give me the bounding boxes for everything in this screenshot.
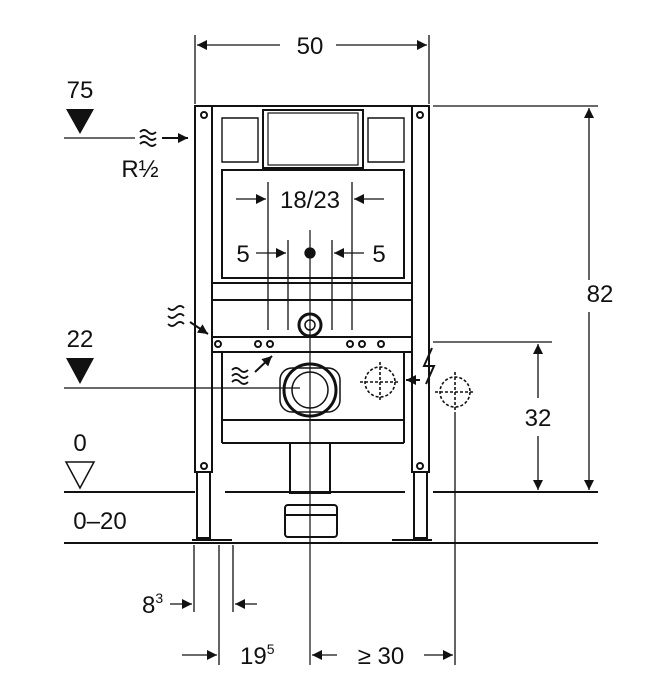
dimension-lines bbox=[64, 35, 598, 665]
electrical-box-right bbox=[435, 372, 475, 412]
electrical-box-left bbox=[360, 362, 400, 402]
floor-lines bbox=[64, 491, 598, 544]
level-marker-75 bbox=[66, 109, 94, 134]
inlet-height-label: 75 bbox=[67, 77, 94, 104]
water-inlet-icon bbox=[139, 129, 157, 147]
foot-offset-label: 83 bbox=[142, 590, 163, 619]
outlet-height-label: 32 bbox=[525, 405, 552, 432]
inlet-thread-label: R½ bbox=[121, 156, 158, 183]
level-marker-0 bbox=[64, 461, 96, 490]
fix-left-label: 5 bbox=[236, 241, 249, 268]
arrow-to-drain bbox=[254, 355, 273, 373]
axis-offset-label: 195 bbox=[240, 641, 275, 670]
electricity-symbol bbox=[422, 347, 436, 385]
water-drain-icon bbox=[231, 367, 249, 385]
button-spacing-label: 18/23 bbox=[280, 187, 340, 214]
floor-level-label: 0 bbox=[73, 430, 86, 457]
level-marker-22 bbox=[66, 358, 94, 384]
fix-right-label: 5 bbox=[372, 241, 385, 268]
installation-frame bbox=[192, 105, 432, 541]
water-flush-icon bbox=[167, 305, 185, 327]
height-label: 82 bbox=[587, 281, 614, 308]
min-distance-label: ≥ 30 bbox=[358, 643, 405, 670]
arrow-to-flush bbox=[189, 321, 209, 335]
width-label: 50 bbox=[297, 33, 324, 60]
flush-height-label: 22 bbox=[67, 326, 94, 353]
floor-range-label: 0–20 bbox=[73, 508, 126, 535]
